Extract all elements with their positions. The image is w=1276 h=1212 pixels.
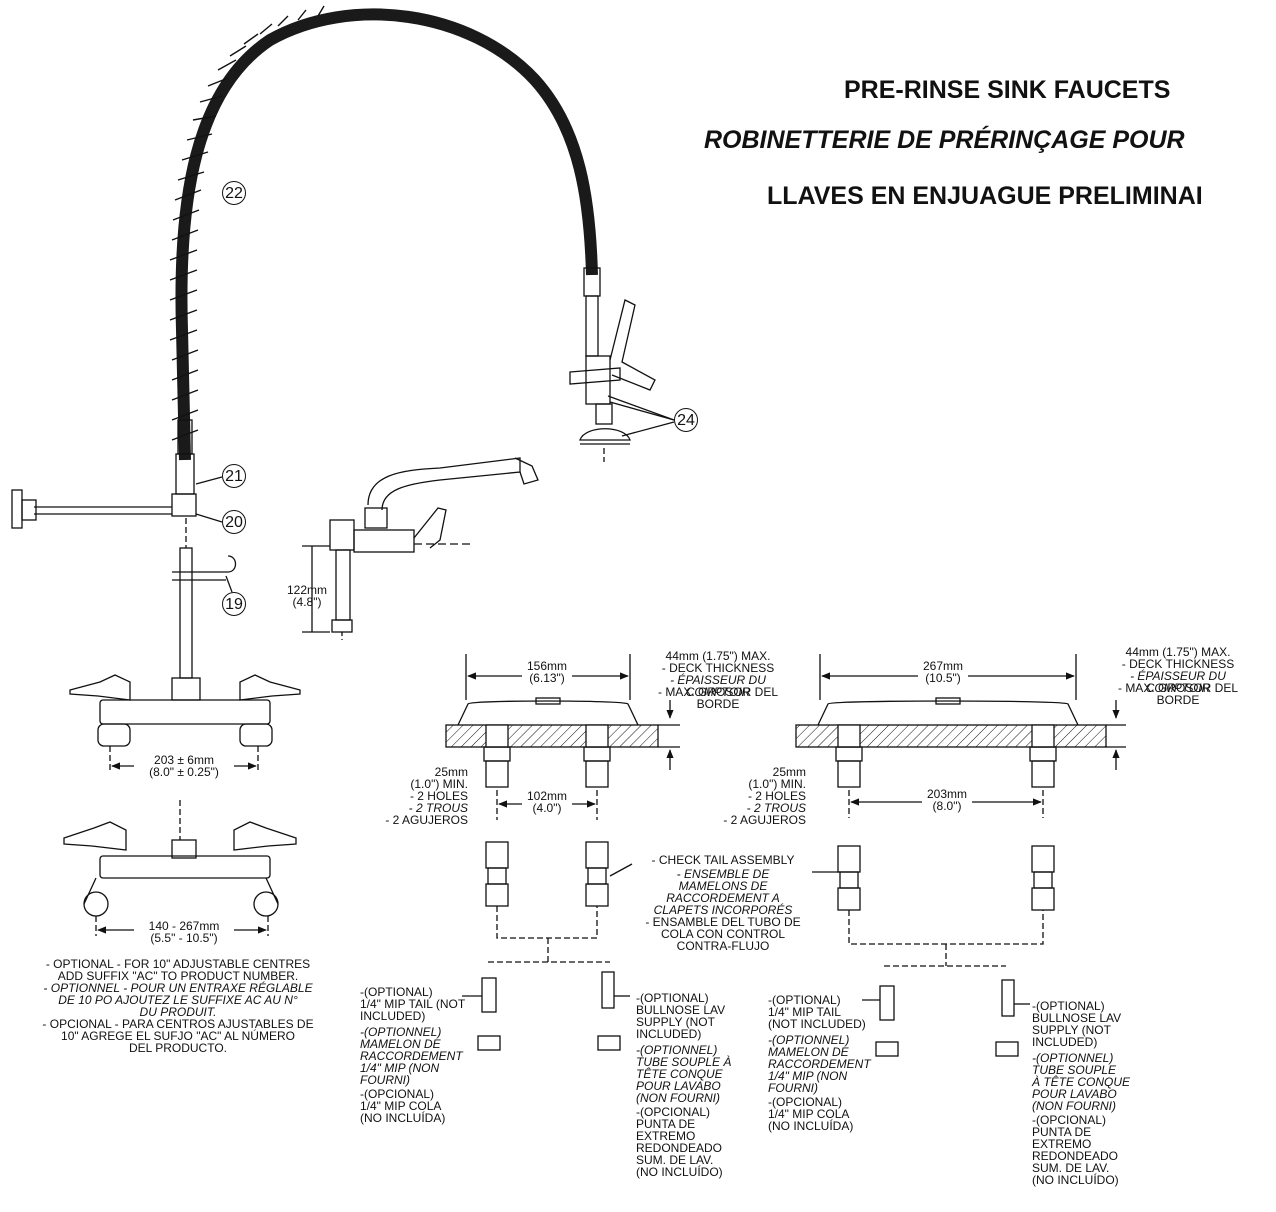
title-english: PRE-RINSE SINK FAUCETS (844, 76, 1171, 104)
optional-centres-note: - OPTIONAL - FOR 10" ADJUSTABLE CENTRES … (45, 957, 311, 983)
callout-20: 20 (222, 510, 246, 534)
adjustable-centers-dimension: 140 - 267mm (5.5" - 10.5") (134, 920, 234, 944)
mip-tail-note-2: -(OPTIONAL) 1/4" MIP TAIL (NOT INCLUDED) (768, 993, 866, 1031)
callout-21: 21 (222, 464, 246, 488)
deck1-holes-note-fr: - 2 TROUS (408, 801, 468, 815)
mip-tail-note-1-es: -(OPCIONAL) 1/4" MIP COLA (NO INCLUÍDA) (360, 1087, 446, 1125)
deck1-holes-note-es: - 2 AGUJEROS (385, 813, 468, 827)
bullnose-note-2: -(OPTIONAL) BULLNOSE LAV SUPPLY (NOT INC… (1032, 999, 1122, 1049)
deck2-thickness-note-es: - MAX. GROSOR DEL BORDE (1117, 681, 1239, 707)
riser-assembly (11, 419, 237, 679)
callout-19: 19 (222, 592, 246, 616)
bullnose-note-2-es: -(OPCIONAL) PUNTA DE EXTREMO REDONDEADO … (1032, 1113, 1119, 1187)
title-french: ROBINETTERIE DE PRÉRINÇAGE POUR (704, 126, 1185, 154)
deck-diagram-1 (445, 654, 680, 1051)
pre-rinse-hose (169, 5, 598, 461)
deck2-holes-note-fr: - 2 TROUS (746, 801, 806, 815)
bullnose-note-2-fr: -(OPTIONNEL) TUBE SOUPLE À TÊTE CONQUE P… (1032, 1051, 1131, 1113)
deck2-thickness-note: 44mm (1.75") MAX. - DECK THICKNESS (1121, 645, 1235, 671)
mip-tail-note-2-es: -(OPCIONAL) 1/4" MIP COLA (NO INCLUÍDA) (768, 1095, 854, 1133)
check-tail-note: - CHECK TAIL ASSEMBLY (651, 853, 795, 867)
check-tail-note-fr: - ENSEMBLE DE MAMELONS DE RACCORDEMENT A… (653, 867, 793, 917)
deck1-thickness-note-fr: - ÉPAISSEUR DU COMPTOIR (670, 673, 766, 699)
fixed-centers-dimension: 203 ± 6mm (8.0" ± 0.25") (134, 754, 234, 778)
spray-valve (569, 267, 675, 462)
callout-22: 22 (222, 181, 246, 205)
optional-centres-note-fr: - OPTIONNEL - POUR UN ENTRAXE RÉGLABLE D… (43, 981, 313, 1019)
bullnose-note-1: -(OPTIONAL) BULLNOSE LAV SUPPLY (NOT INC… (636, 991, 726, 1041)
deck2-width-dimension: 267mm (10.5") (918, 660, 968, 684)
deck1-width-dimension: 156mm (6.13") (522, 660, 572, 684)
optional-centres-note-es: - OPCIONAL - PARA CENTROS AJUSTABLES DE … (42, 1017, 314, 1055)
deck2-thickness-note-fr: - ÉPAISSEUR DU COMPTOIR (1130, 669, 1226, 695)
mip-tail-note-1-fr: -(OPTIONNEL) MAMELON DE RACCORDEMENT 1/4… (360, 1025, 463, 1087)
check-tail-note-es: - ENSAMBLE DEL TUBO DE COLA CON CONTROL … (645, 915, 801, 953)
deck2-holes-note-es: - 2 AGUJEROS (723, 813, 806, 827)
deck1-thickness-note: 44mm (1.75") MAX. - DECK THICKNESS (661, 649, 775, 675)
deck1-holes-note: 25mm (1.0") MIN. - 2 HOLES (409, 765, 468, 803)
bullnose-note-1-es: -(OPCIONAL) PUNTA DE EXTREMO REDONDEADO … (636, 1105, 723, 1179)
deck2-centers-dimension: 203mm (8.0") (922, 788, 972, 812)
mip-tail-note-2-fr: -(OPTIONNEL) MAMELON DE RACCORDEMENT 1/4… (768, 1033, 871, 1095)
spout-height-dimension: 122mm (4.8") (286, 583, 327, 609)
deck2-holes-note: 25mm (1.0") MIN. - 2 HOLES (747, 765, 806, 803)
bullnose-note-1-fr: -(OPTIONNEL) TUBE SOUPLE À TÊTE CONQUE P… (636, 1043, 732, 1105)
title-spanish: LLAVES EN ENJUAGUE PRELIMINAI (767, 182, 1203, 210)
mip-tail-note-1: -(OPTIONAL) 1/4" MIP TAIL (NOT INCLUDED) (360, 985, 466, 1023)
deck1-centers-dimension: 102mm (4.0") (522, 790, 572, 814)
deck1-thickness-note-es: - MAX. GROSOR DEL BORDE (657, 685, 779, 711)
callout-24: 24 (674, 408, 698, 432)
base-faucet-adjustable (63, 800, 297, 936)
add-on-faucet (302, 457, 539, 640)
